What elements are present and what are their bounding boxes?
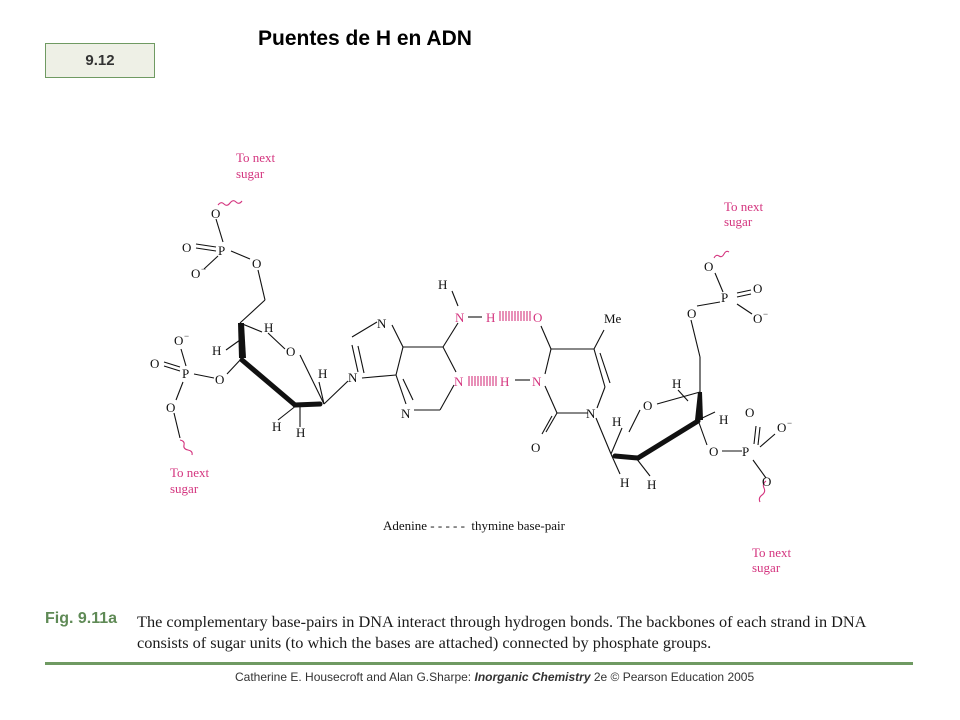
slide-title: Puentes de H en ADN <box>258 27 472 50</box>
atom-n: N <box>586 406 596 421</box>
atom-o: O <box>211 206 220 221</box>
charge-minus: − <box>184 331 189 341</box>
atom-o: O <box>252 256 261 271</box>
atom-h: H <box>672 376 681 391</box>
atom-p: P <box>721 290 728 305</box>
atom-me: Me <box>604 311 622 326</box>
atom-h: H <box>438 277 447 292</box>
atom-p: P <box>218 243 225 258</box>
atom-o: O <box>182 240 191 255</box>
atom-n: N <box>348 370 358 385</box>
atom-h: H <box>500 374 509 389</box>
atom-o-minus: O <box>753 311 762 326</box>
atom-h: H <box>264 320 273 335</box>
atom-o: O <box>286 344 295 359</box>
to-next-sugar-label-1a: To next <box>236 150 276 165</box>
atom-n: N <box>377 316 387 331</box>
atom-p: P <box>182 366 189 381</box>
figure-label: Fig. 9.11a <box>45 610 118 627</box>
base-pair-subcaption: Adenine - - - - - thymine base-pair <box>383 518 566 533</box>
charge-minus: − <box>787 418 792 428</box>
charge-minus: − <box>763 309 768 319</box>
to-next-sugar-label-4a: To next <box>752 545 792 560</box>
atom-p: P <box>742 444 749 459</box>
atom-h: H <box>486 310 495 325</box>
atom-h: H <box>620 475 629 490</box>
footer-edition: 2e © Pearson Education 2005 <box>590 670 755 684</box>
atom-o: O <box>166 400 175 415</box>
to-next-sugar-label-4b: sugar <box>752 560 781 575</box>
atom-h: H <box>647 477 656 492</box>
to-next-sugar-label-1b: sugar <box>236 166 265 181</box>
atom-o-minus: O <box>174 333 183 348</box>
atom-h: H <box>612 414 621 429</box>
atom-o: O <box>687 306 696 321</box>
to-next-sugar-label-3a: To next <box>724 199 764 214</box>
atom-h: H <box>272 419 281 434</box>
atom-o-minus: O <box>777 420 786 435</box>
footer-credit: Catherine E. Housecroft and Alan G.Sharp… <box>235 670 754 684</box>
atom-o: O <box>709 444 718 459</box>
atom-o: O <box>533 310 542 325</box>
atom-n: N <box>454 374 464 389</box>
footer-book-title: Inorganic Chemistry <box>474 670 591 684</box>
to-next-sugar-label-2b: sugar <box>170 481 199 496</box>
atom-o: O <box>531 440 540 455</box>
atom-h: H <box>296 425 305 440</box>
atom-h: H <box>318 366 327 381</box>
slide-number: 9.12 <box>85 52 115 69</box>
atom-o: O <box>704 259 713 274</box>
atom-o: O <box>762 474 771 489</box>
atom-h: H <box>719 412 728 427</box>
slide-number-box: 9.12 <box>45 43 155 78</box>
atom-o: O <box>215 372 224 387</box>
charge-minus: − <box>201 264 206 274</box>
atom-n: N <box>455 310 465 325</box>
to-next-sugar-label-3b: sugar <box>724 214 753 229</box>
atom-o: O <box>150 356 159 371</box>
footer-divider <box>45 662 913 665</box>
atom-h: H <box>212 343 221 358</box>
atom-o: O <box>753 281 762 296</box>
atom-n: N <box>532 374 542 389</box>
to-next-sugar-label-2a: To next <box>170 465 210 480</box>
footer-authors: Catherine E. Housecroft and Alan G.Sharp… <box>235 670 475 684</box>
atom-o: O <box>643 398 652 413</box>
atom-n: N <box>401 406 411 421</box>
atom-o-minus: O <box>191 266 200 281</box>
figure-caption: The complementary base-pairs in DNA inte… <box>137 612 866 652</box>
atom-o: O <box>745 405 754 420</box>
